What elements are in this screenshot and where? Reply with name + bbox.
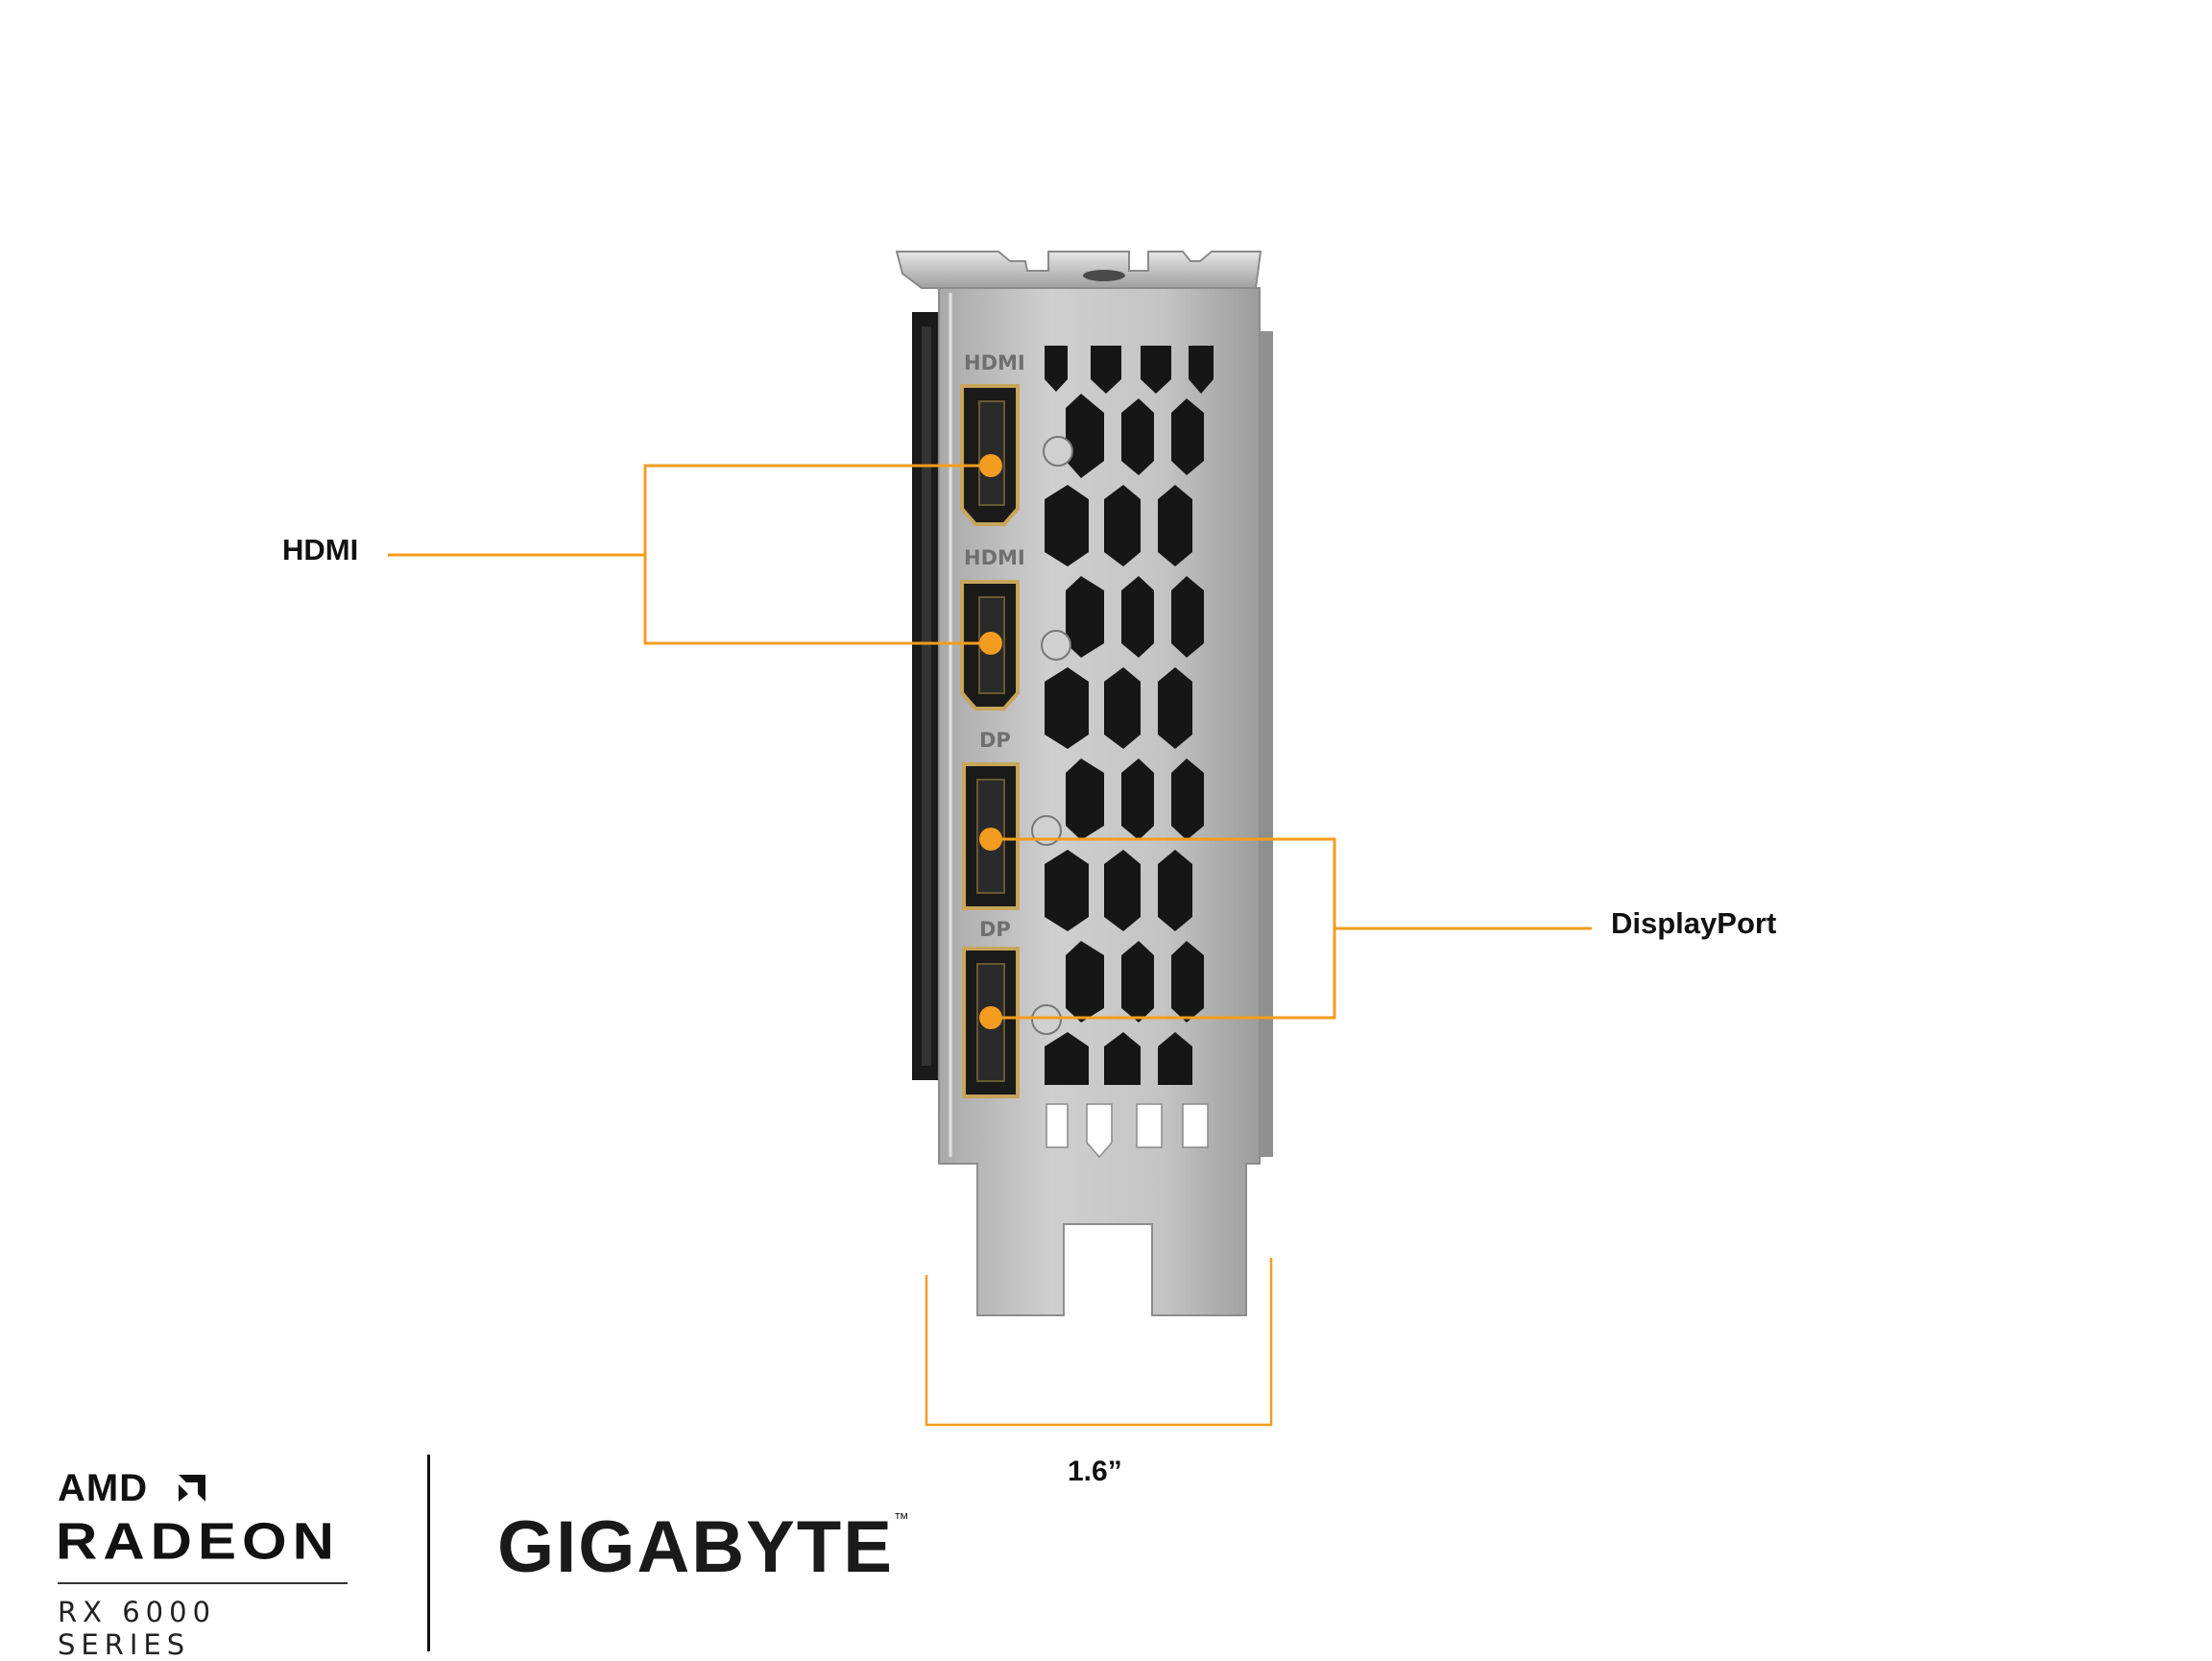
brand-divider — [427, 1455, 430, 1651]
marking-dp-2: DP — [979, 918, 1011, 941]
amd-wordmark: AMD — [58, 1467, 149, 1509]
gigabyte-logo: GIGABYTE™ — [497, 1505, 909, 1589]
card-body — [912, 312, 943, 1080]
vent-pattern — [1045, 346, 1214, 1085]
marking-dp-1: DP — [979, 729, 1011, 752]
trademark-symbol: ™ — [893, 1511, 909, 1528]
series-label: RX 6000 SERIES — [58, 1596, 217, 1661]
displayport-callout-label: DisplayPort — [1611, 906, 1777, 940]
gigabyte-wordmark: GIGABYTE — [497, 1506, 894, 1588]
series-divider — [58, 1582, 348, 1584]
displayport-callout-dots — [979, 828, 1002, 1029]
bracket-markings: HDMI HDMI DP DP — [964, 351, 1025, 941]
width-dimension-line — [925, 1258, 1273, 1427]
displayport-callout-lines — [991, 837, 1592, 1020]
hdmi-callout-label: HDMI — [282, 533, 359, 566]
bracket-width-label: 1.6” — [1068, 1456, 1122, 1487]
hdmi-callout-dots — [979, 454, 1002, 655]
amd-radeon-logo: AMD RADEON RX 6000 SERIES — [56, 1467, 353, 1661]
radeon-wordmark: RADEON — [56, 1511, 341, 1571]
amd-arrow-icon — [179, 1475, 205, 1502]
vent-pattern-open — [1046, 1103, 1209, 1159]
bracket-top-tab — [895, 251, 1262, 289]
marking-hdmi-1: HDMI — [964, 351, 1025, 374]
hdmi-callout-lines — [388, 464, 991, 645]
marking-hdmi-2: HDMI — [964, 546, 1025, 569]
